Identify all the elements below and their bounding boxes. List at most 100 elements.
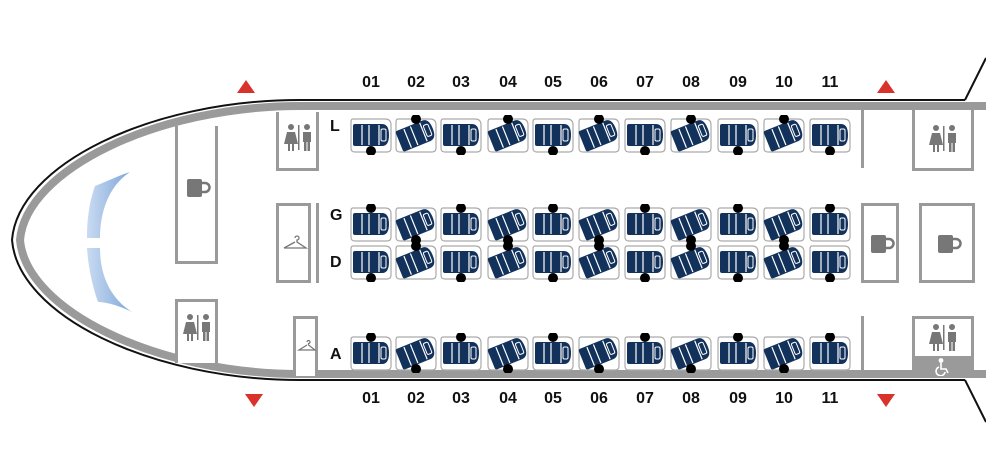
seat-07A[interactable] [623, 332, 667, 373]
partition [316, 203, 319, 283]
seat-07L[interactable] [623, 115, 667, 156]
seat-06A[interactable] [577, 333, 621, 374]
seat-11L[interactable] [808, 115, 852, 156]
seat-02A[interactable] [394, 333, 438, 374]
seat-11D[interactable] [808, 242, 852, 283]
seat-03A[interactable] [439, 332, 483, 373]
seat-02L[interactable] [394, 114, 438, 155]
seat-dot-icon [456, 332, 466, 342]
seat-08L[interactable] [669, 114, 713, 155]
lavatory-icon [183, 314, 210, 341]
column-label-top: 02 [407, 74, 425, 91]
column-label-top: 03 [452, 74, 470, 91]
rear-galley-1 [861, 203, 899, 283]
seat-10L[interactable] [762, 114, 806, 155]
seat-04D[interactable] [486, 241, 530, 282]
seat-09D[interactable] [716, 242, 760, 283]
column-label-top: 05 [544, 74, 562, 91]
windshield-lower [87, 248, 132, 312]
row-label: G [330, 207, 343, 224]
seat-04A[interactable] [486, 333, 530, 374]
rear-lavatory-accessible [912, 316, 974, 377]
seat-09L[interactable] [716, 115, 760, 156]
rear-galley-2 [919, 203, 975, 283]
galley-icon [938, 235, 962, 253]
seat-06G[interactable] [577, 204, 621, 245]
column-label-bottom: 09 [729, 390, 747, 407]
seat-10G[interactable] [762, 204, 806, 245]
seat-08D[interactable] [669, 241, 713, 282]
seat-dot-icon [686, 364, 696, 374]
seat-11A[interactable] [808, 332, 852, 373]
seat-05L[interactable] [531, 115, 575, 156]
seat-dot-icon [825, 203, 835, 213]
seat-10A[interactable] [762, 333, 806, 374]
seat-01A[interactable] [349, 332, 393, 373]
seat-dot-icon [594, 364, 604, 374]
front-lavatory-right [276, 112, 319, 171]
seat-dot-icon [640, 332, 650, 342]
seat-dot-icon [456, 146, 466, 156]
seat-dot-icon [686, 241, 696, 251]
column-label-top: 04 [499, 74, 517, 91]
seat-08G[interactable] [669, 204, 713, 245]
seat-dot-icon [456, 203, 466, 213]
column-label-bottom: 02 [407, 390, 425, 407]
seat-03G[interactable] [439, 203, 483, 244]
seat-dot-icon [594, 241, 604, 251]
seat-dot-icon [366, 332, 376, 342]
seat-02D[interactable] [394, 241, 438, 282]
seat-08A[interactable] [669, 333, 713, 374]
seat-dot-icon [548, 332, 558, 342]
seat-01L[interactable] [349, 115, 393, 156]
row-label: L [330, 118, 340, 135]
column-label-bottom: 11 [821, 390, 839, 407]
seat-01D[interactable] [349, 242, 393, 283]
seat-dot-icon [503, 114, 513, 124]
seat-07D[interactable] [623, 242, 667, 283]
closet-icon [283, 235, 308, 249]
seat-dot-icon [503, 364, 513, 374]
seat-03D[interactable] [439, 242, 483, 283]
seat-06L[interactable] [577, 114, 621, 155]
windshield-upper [87, 172, 130, 238]
seat-01G[interactable] [349, 203, 393, 244]
seat-dot-icon [825, 146, 835, 156]
column-label-top: 10 [775, 74, 793, 91]
seat-dot-icon [366, 146, 376, 156]
column-label-bottom: 07 [636, 390, 654, 407]
seat-06D[interactable] [577, 241, 621, 282]
row-label: D [330, 254, 342, 271]
seat-10D[interactable] [762, 241, 806, 282]
seat-dot-icon [640, 146, 650, 156]
column-label-bottom: 01 [362, 390, 380, 407]
seat-dot-icon [825, 273, 835, 283]
seat-09G[interactable] [716, 203, 760, 244]
column-label-bottom: 06 [590, 390, 608, 407]
partition [861, 110, 864, 168]
column-label-top: 01 [362, 74, 380, 91]
seat-dot-icon [594, 114, 604, 124]
column-label-top: 06 [590, 74, 608, 91]
lavatory-icon [929, 125, 956, 152]
seat-dot-icon [733, 332, 743, 342]
small-closet [293, 316, 318, 376]
seat-11G[interactable] [808, 203, 852, 244]
seat-07G[interactable] [623, 203, 667, 244]
seat-03L[interactable] [439, 115, 483, 156]
seat-09A[interactable] [716, 332, 760, 373]
front-galley [175, 126, 218, 264]
seat-05G[interactable] [531, 203, 575, 244]
seat-05D[interactable] [531, 242, 575, 283]
seat-dot-icon [548, 273, 558, 283]
seat-04L[interactable] [486, 114, 530, 155]
seat-05A[interactable] [531, 332, 575, 373]
column-label-top: 08 [682, 74, 700, 91]
column-label-bottom: 08 [682, 390, 700, 407]
seat-02G[interactable] [394, 204, 438, 245]
seat-dot-icon [548, 203, 558, 213]
seat-dot-icon [779, 364, 789, 374]
seat-04G[interactable] [486, 204, 530, 245]
closet-icon [297, 339, 317, 351]
column-label-top: 07 [636, 74, 654, 91]
